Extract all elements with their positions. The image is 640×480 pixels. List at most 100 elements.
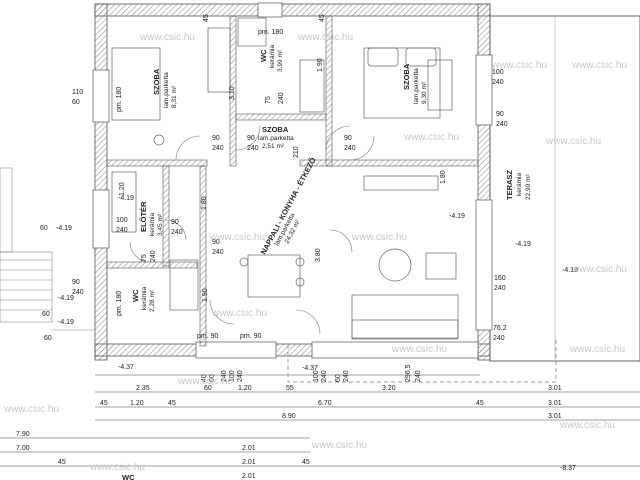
svg-text:90: 90: [72, 279, 80, 286]
svg-text:240: 240: [150, 250, 157, 262]
svg-text:60: 60: [204, 385, 212, 392]
svg-text:www.csic.hu: www.csic.hu: [89, 462, 145, 473]
svg-text:100: 100: [313, 370, 320, 382]
svg-text:www.csic.hu: www.csic.hu: [559, 420, 615, 431]
svg-text:90: 90: [247, 135, 255, 142]
svg-text:lam.parketta: lam.parketta: [163, 72, 170, 108]
room-szoba-3: SZOBA lam.parketta 2,51 m²: [258, 125, 294, 150]
svg-text:1.90: 1.90: [202, 288, 209, 302]
svg-text:210: 210: [293, 146, 300, 158]
svg-text:2,28 m²: 2,28 m²: [149, 289, 156, 312]
svg-text:240: 240: [212, 145, 224, 152]
svg-text:240: 240: [212, 249, 224, 256]
svg-text:WC: WC: [122, 473, 135, 480]
svg-text:60: 60: [40, 225, 48, 232]
dimension-lines: [0, 374, 640, 467]
svg-text:pm. 90: pm. 90: [240, 333, 262, 340]
svg-text:ELŐTÉR: ELŐTÉR: [139, 201, 148, 232]
svg-text:TERASZ: TERASZ: [505, 170, 514, 200]
svg-text:www.csic.hu: www.csic.hu: [351, 232, 407, 243]
door-swings: [129, 125, 375, 335]
svg-text:45: 45: [58, 459, 66, 466]
svg-text:45: 45: [476, 400, 484, 407]
svg-text:240: 240: [492, 79, 504, 86]
svg-text:pm. 180: pm. 180: [116, 87, 123, 112]
furniture: [111, 17, 459, 340]
svg-text:45: 45: [168, 400, 176, 407]
svg-text:2.01: 2.01: [242, 473, 256, 480]
svg-text:22,90 m²: 22,90 m²: [525, 174, 532, 200]
svg-text:45: 45: [302, 459, 310, 466]
room-wc-3: WC: [122, 473, 135, 480]
svg-text:2.01: 2.01: [242, 445, 256, 452]
svg-text:3.01: 3.01: [548, 413, 562, 420]
svg-text:1.90: 1.90: [317, 58, 324, 72]
svg-text:110: 110: [72, 89, 83, 96]
svg-text:45: 45: [203, 14, 210, 22]
svg-text:www.csic.hu: www.csic.hu: [491, 60, 547, 71]
terrace-dashed: [287, 338, 557, 383]
svg-text:240: 240: [494, 285, 506, 292]
svg-text:www.csic.hu: www.csic.hu: [209, 232, 265, 243]
room-wc-2: WC kerámia 2,28 m²: [131, 286, 156, 312]
svg-text:1.80: 1.80: [440, 170, 447, 184]
svg-text:3,45 m²: 3,45 m²: [157, 213, 164, 236]
svg-text:-4.19: -4.19: [56, 225, 72, 232]
svg-text:SZOBA: SZOBA: [402, 63, 411, 90]
svg-text:240: 240: [278, 92, 285, 104]
svg-text:90: 90: [496, 111, 504, 118]
watermarks: www.csic.hu www.csic.hu www.csic.hu www.…: [3, 32, 627, 473]
svg-text:-4.37: -4.37: [118, 364, 134, 371]
svg-text:www.csic.hu: www.csic.hu: [569, 344, 625, 355]
svg-text:www.csic.hu: www.csic.hu: [391, 344, 447, 355]
svg-text:240: 240: [116, 227, 128, 234]
svg-text:1.20: 1.20: [130, 400, 144, 407]
svg-text:7.90: 7.90: [16, 431, 30, 438]
room-eloter: ELŐTÉR kerámia 3,45 m²: [139, 201, 164, 236]
svg-text:240: 240: [415, 370, 422, 382]
svg-text:45: 45: [100, 400, 108, 407]
svg-text:-4.19: -4.19: [449, 213, 465, 220]
svg-text:SZOBA: SZOBA: [262, 125, 289, 134]
svg-text:240: 240: [221, 370, 228, 382]
svg-text:100: 100: [492, 69, 504, 76]
svg-text:240: 240: [171, 229, 183, 236]
svg-text:40: 40: [201, 374, 208, 382]
interior-walls: [106, 15, 479, 347]
svg-text:-4.37: -4.37: [302, 365, 318, 372]
svg-text:1.80: 1.80: [201, 196, 208, 210]
svg-text:www.csic.hu: www.csic.hu: [571, 60, 627, 71]
svg-text:www.csic.hu: www.csic.hu: [297, 32, 353, 43]
svg-text:3.10: 3.10: [229, 86, 236, 100]
svg-text:pm. 180: pm. 180: [258, 29, 283, 36]
svg-text:75: 75: [141, 254, 148, 262]
bottom-dimensions: 40 60 240 100 240 100 240 60 240 296,5 2…: [16, 364, 562, 480]
svg-text:www.csic.hu: www.csic.hu: [545, 136, 601, 147]
svg-text:kerámia: kerámia: [516, 172, 523, 196]
svg-text:75: 75: [265, 96, 272, 104]
svg-text:-4.19: -4.19: [562, 267, 578, 274]
svg-text:240: 240: [321, 370, 328, 382]
svg-text:60: 60: [44, 335, 52, 342]
svg-text:www.csic.hu: www.csic.hu: [3, 404, 59, 415]
room-nappali: NAPPALI - KONYHA - ÉTKEZŐ lam.parketta 2…: [259, 156, 318, 256]
svg-text:SZOBA: SZOBA: [152, 68, 161, 95]
svg-text:pm. 180: pm. 180: [116, 291, 123, 316]
svg-text:90: 90: [171, 219, 179, 226]
svg-text:45: 45: [319, 14, 326, 22]
svg-text:-4.19: -4.19: [118, 195, 134, 202]
svg-text:lam.parketta: lam.parketta: [258, 135, 294, 142]
svg-text:www.csic.hu: www.csic.hu: [403, 132, 459, 143]
svg-text:1.20: 1.20: [238, 385, 252, 392]
svg-text:2.01: 2.01: [242, 459, 256, 466]
svg-text:7.00: 7.00: [16, 445, 30, 452]
svg-text:240: 240: [247, 145, 259, 152]
room-szoba-1: SZOBA lam.parketta 8,31 m²: [152, 68, 178, 108]
svg-text:76.2: 76.2: [493, 325, 507, 332]
svg-text:240: 240: [237, 370, 244, 382]
svg-text:8.90: 8.90: [282, 413, 296, 420]
svg-text:60: 60: [42, 311, 50, 318]
room-wc-1: WC kerámia 3,99 m²: [259, 44, 284, 72]
svg-text:2,51 m²: 2,51 m²: [262, 143, 285, 150]
svg-text:60: 60: [72, 99, 80, 106]
